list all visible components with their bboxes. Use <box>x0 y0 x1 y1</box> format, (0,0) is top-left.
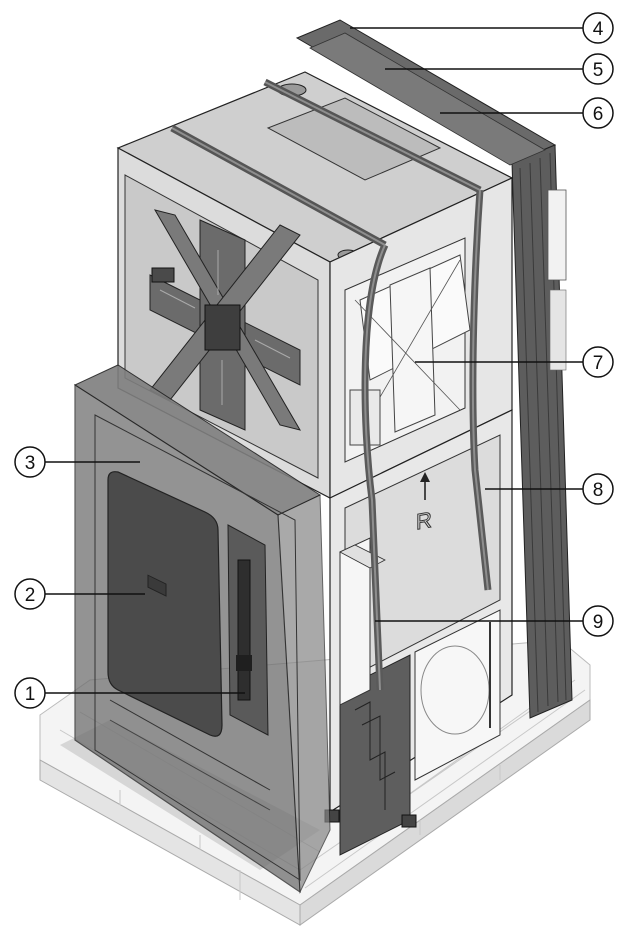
callout-2-label: 2 <box>25 585 36 606</box>
callout-6: 6 <box>582 97 614 129</box>
rear-board-label-lower <box>549 289 567 371</box>
callout-badges: 1 2 3 4 5 6 7 8 <box>14 12 614 709</box>
front-packaging-box <box>73 364 331 894</box>
callout-3-label: 3 <box>25 453 36 474</box>
electrical-box <box>339 537 371 706</box>
pallet-side-face <box>299 699 591 926</box>
callout-9-label: 9 <box>593 612 604 633</box>
lower-bay-pipes <box>354 701 396 810</box>
callout-8: 8 <box>582 473 614 505</box>
callout-1-label: 1 <box>25 684 36 705</box>
callout-8-label: 8 <box>593 480 604 501</box>
callout-1: 1 <box>14 677 46 709</box>
fan-guard-bracket <box>151 267 175 283</box>
straps <box>170 78 492 691</box>
handle-latch <box>236 655 252 671</box>
handle-grip <box>237 559 251 701</box>
callout-4-label: 4 <box>593 19 604 40</box>
panel-marking: R <box>416 472 432 535</box>
box-side-face <box>277 494 331 894</box>
callout-7: 7 <box>582 346 614 378</box>
lower-bay-right <box>414 609 501 781</box>
door-label <box>147 574 167 597</box>
callout-4: 4 <box>582 12 614 44</box>
leader-lines <box>45 27 583 694</box>
callout-5: 5 <box>582 53 614 85</box>
lower-module: R <box>324 409 513 856</box>
callout-5-label: 5 <box>593 60 604 81</box>
callout-6-label: 6 <box>593 104 604 125</box>
callout-7-label: 7 <box>593 353 604 374</box>
callout-9: 9 <box>582 605 614 637</box>
foot-front-right <box>401 814 417 828</box>
front-panel-frame <box>94 414 301 881</box>
rear-board-inner <box>309 32 546 166</box>
panel-marking-text: R <box>416 507 432 535</box>
callout-3: 3 <box>14 446 46 478</box>
internal-bracket-upright <box>389 267 436 433</box>
service-door-panel <box>107 471 223 737</box>
rear-board-label <box>547 189 567 281</box>
fan-guard <box>149 209 302 431</box>
callout-2: 2 <box>14 578 46 610</box>
fan-motor-hub <box>204 304 241 351</box>
